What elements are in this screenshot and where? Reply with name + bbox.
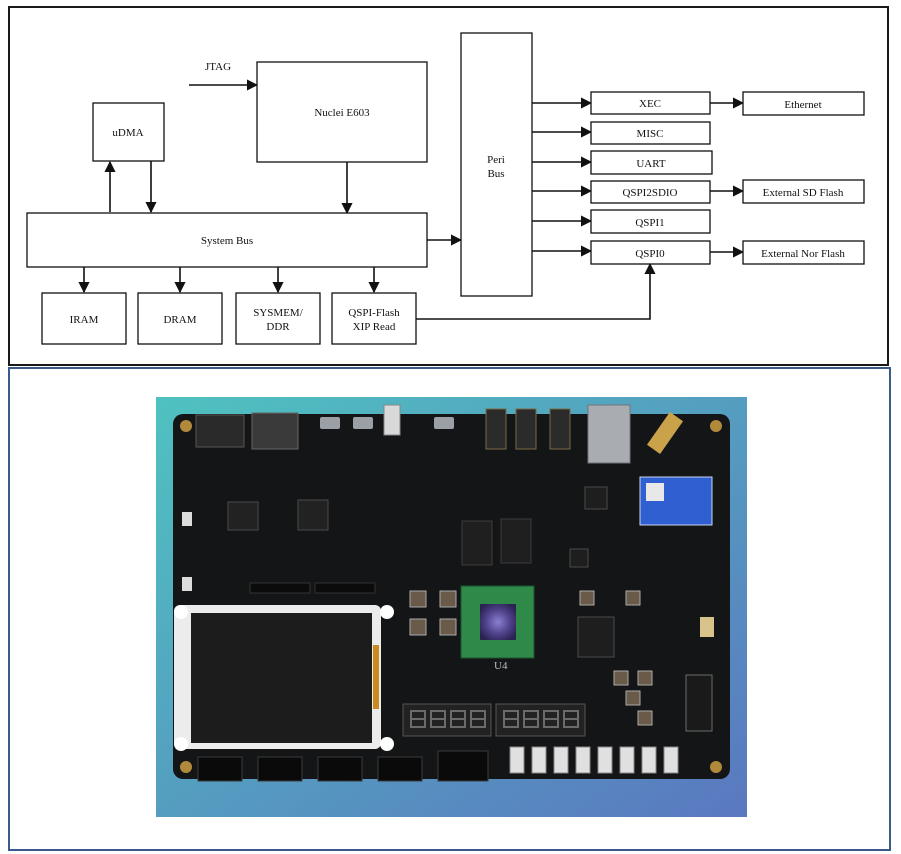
right-edge-connector — [700, 617, 714, 637]
fpga-die — [480, 604, 516, 640]
udma-block: uDMA — [92, 102, 165, 162]
right-pin-header — [685, 674, 713, 732]
dram-block: DRAM — [137, 292, 223, 345]
pcb-board-icon: U4 — [156, 397, 747, 817]
external-nor-flash-label: External Nor Flash — [761, 248, 845, 260]
xec-block: XEC — [590, 91, 711, 115]
peri-bus-block: Peri Bus — [460, 32, 533, 297]
block-diagram-panel: JTAG Nuclei E603 uDMA System Bus IRAM — [8, 6, 889, 366]
wifi-module-qr — [646, 483, 664, 501]
qspi2sdio-label: QSPI2SDIO — [622, 187, 677, 199]
slide-switches — [509, 746, 679, 774]
cpu-block: Nuclei E603 — [256, 61, 428, 163]
uart-block: UART — [590, 150, 713, 175]
system-bus-label: System Bus — [201, 235, 253, 247]
qspi1-label: QSPI1 — [635, 217, 664, 229]
qspi-flash-block: QSPI-Flash XIP Read — [331, 292, 417, 345]
fpga-silkscreen-label: U4 — [494, 660, 508, 672]
qspi0-label: QSPI0 — [635, 248, 665, 260]
qspi1-block: QSPI1 — [590, 209, 711, 234]
push-buttons — [409, 590, 653, 726]
cpu-label: Nuclei E603 — [314, 107, 370, 119]
mounting-holes — [180, 420, 722, 773]
lcd-screen — [191, 613, 372, 743]
qspi0-block: QSPI0 — [590, 240, 711, 265]
memory-chips — [461, 518, 532, 566]
qspiflash-to-qspi0-arrow — [416, 262, 656, 320]
uart-label: UART — [636, 158, 666, 170]
iram-label: IRAM — [70, 314, 99, 326]
external-sd-flash-label: External SD Flash — [763, 187, 844, 199]
power-switch — [383, 404, 401, 436]
antenna-connector-icon — [646, 412, 684, 454]
sysmem-label-line2: DDR — [266, 321, 290, 333]
usb-ports — [320, 417, 454, 429]
ethernet-block: Ethernet — [742, 91, 865, 116]
left-ics — [227, 499, 329, 531]
bottom-pin-headers — [197, 750, 489, 782]
board-photo-panel: U4 — [8, 367, 891, 851]
lcd-corner-mounts — [174, 605, 394, 751]
misc-block: MISC — [590, 121, 711, 145]
peri-bus-label-line2: Bus — [487, 168, 504, 180]
ethernet-jack-icon — [587, 404, 631, 464]
sysmem-label-line1: SYSMEM/ — [253, 307, 303, 319]
mid-headers — [249, 582, 376, 594]
qspi2sdio-block: QSPI2SDIO — [590, 180, 711, 204]
sysmem-block: SYSMEM/ DDR — [235, 292, 321, 345]
top-pin-header-left — [195, 414, 245, 448]
udma-label: uDMA — [112, 127, 143, 139]
ethernet-label: Ethernet — [784, 99, 821, 111]
top-pin-header-mid — [251, 412, 299, 450]
system-bus-block: System Bus — [26, 212, 428, 268]
side-connector-1 — [182, 512, 192, 526]
misc-label: MISC — [637, 128, 664, 140]
iram-block: IRAM — [41, 292, 127, 345]
peri-bus-label-line1: Peri — [487, 154, 505, 166]
block-diagram: JTAG Nuclei E603 uDMA System Bus IRAM — [26, 32, 865, 345]
qspi-flash-label-line2: XIP Read — [353, 321, 396, 333]
xec-label: XEC — [639, 98, 661, 110]
audio-jacks — [485, 408, 571, 450]
lcd-flex-connector — [373, 645, 379, 709]
side-connector-2 — [182, 577, 192, 591]
jtag-label: JTAG — [205, 61, 231, 73]
right-ics — [569, 486, 615, 658]
external-sd-flash-block: External SD Flash — [742, 179, 865, 204]
seven-segment-display-icon — [402, 703, 586, 737]
dram-label: DRAM — [163, 314, 196, 326]
qspi-flash-label-line1: QSPI-Flash — [348, 307, 400, 319]
external-nor-flash-block: External Nor Flash — [742, 240, 865, 265]
